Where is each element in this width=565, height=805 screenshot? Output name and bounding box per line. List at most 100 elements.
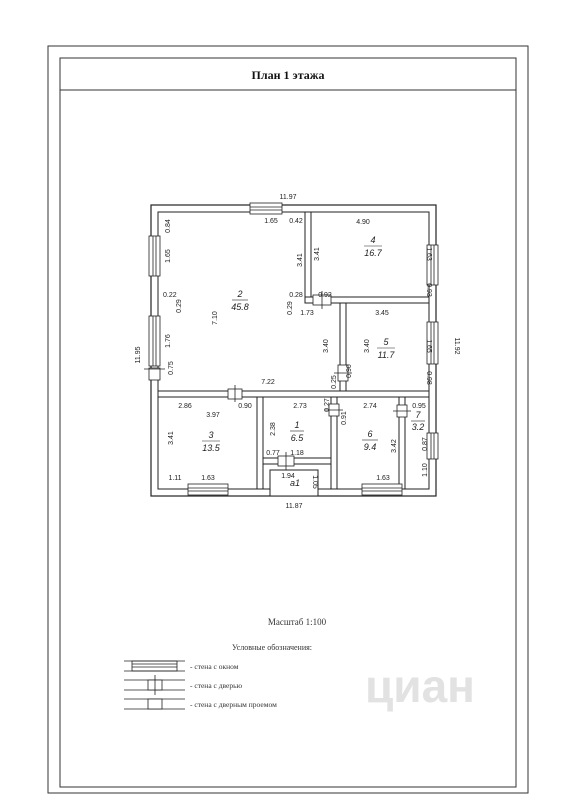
window-right-1 xyxy=(426,244,439,286)
door-room5 xyxy=(334,364,352,382)
dim-overall-left: 11.95 xyxy=(135,346,142,363)
dim-105: 1.05 xyxy=(311,475,318,489)
dim-090-v: 0.90 xyxy=(346,364,353,378)
svg-text:45.8: 45.8 xyxy=(231,302,249,312)
dim-165-top: 1.65 xyxy=(264,218,278,225)
dim-341-r4: 3.41 xyxy=(314,247,321,261)
dim-340-r5: 3.40 xyxy=(364,339,371,353)
dim-274: 2.74 xyxy=(363,403,377,410)
dim-163-r4: 1.63 xyxy=(425,247,432,261)
svg-text:5: 5 xyxy=(383,337,389,347)
room-1-label: 1 6.5 xyxy=(290,420,304,443)
room-7-label: 7 3.2 xyxy=(411,410,425,432)
dimension-labels: 11.97 11.87 11.95 11.92 0.84 1.65 0.22 0… xyxy=(135,194,460,510)
inner-frame xyxy=(59,57,517,788)
svg-text:13.5: 13.5 xyxy=(202,443,221,453)
dim-273: 2.73 xyxy=(293,403,307,410)
dim-163-r3: 1.63 xyxy=(201,475,215,482)
wall-room4-bottom xyxy=(304,296,430,304)
outer-frame xyxy=(47,45,529,794)
legend-opening-label: - стена с дверным проемом xyxy=(190,700,277,709)
dim-093: 0.93 xyxy=(425,283,432,297)
porch-a1-label: а1 xyxy=(290,478,300,488)
dim-340-r2: 3.40 xyxy=(323,339,330,353)
legend-window-label: - стена с окном xyxy=(190,662,239,671)
window-left-1 xyxy=(148,235,161,277)
window-bottom-2 xyxy=(361,483,403,496)
dim-238: 2.38 xyxy=(270,422,277,436)
door-room3 xyxy=(227,385,243,402)
dim-341-r2: 3.41 xyxy=(297,253,304,267)
svg-text:3.2: 3.2 xyxy=(412,422,425,432)
svg-text:4: 4 xyxy=(370,235,375,245)
legend-window-symbol xyxy=(124,660,185,672)
window-bottom-1 xyxy=(187,483,229,496)
room-2-label: 2 45.8 xyxy=(231,289,249,312)
dim-710: 7.10 xyxy=(212,311,219,325)
dim-163-r6: 1.63 xyxy=(376,475,390,482)
svg-text:16.7: 16.7 xyxy=(364,248,383,258)
legend-title: Условные обозначения: xyxy=(232,643,312,652)
window-right-3 xyxy=(426,432,439,460)
dim-173: 1.73 xyxy=(300,310,314,317)
legend-door-symbol xyxy=(124,675,185,695)
dim-194: 1.94 xyxy=(281,473,295,480)
dim-087: 0.87 xyxy=(422,437,429,451)
dim-397: 3.97 xyxy=(206,412,220,419)
watermark: циан xyxy=(365,660,475,712)
wall-room3-right xyxy=(256,396,264,490)
dim-022: 0.22 xyxy=(163,292,177,299)
scale-label: Масштаб 1:100 xyxy=(268,617,327,627)
dim-075: 0.75 xyxy=(168,361,175,375)
dim-118: 1.18 xyxy=(290,450,304,457)
windows xyxy=(148,202,439,496)
dim-176: 1.76 xyxy=(165,334,172,348)
dim-029-mid: 0.29 xyxy=(287,301,294,315)
svg-text:9.4: 9.4 xyxy=(364,442,377,452)
window-top xyxy=(249,202,283,215)
svg-text:1: 1 xyxy=(294,420,299,430)
porch-a1 xyxy=(269,469,319,497)
legend-door-label: - стена с дверью xyxy=(190,681,243,690)
svg-text:11.7: 11.7 xyxy=(378,350,396,360)
door-room7 xyxy=(393,404,411,418)
window-right-2 xyxy=(426,321,439,365)
dim-overall-bottom: 11.87 xyxy=(286,503,303,510)
dim-090-h: 0.90 xyxy=(238,403,252,410)
dim-095: 0.95 xyxy=(412,403,426,410)
doors xyxy=(144,291,411,470)
dim-341-r3: 3.41 xyxy=(168,431,175,445)
dim-345: 3.45 xyxy=(375,310,389,317)
wall-room1-right xyxy=(330,396,338,490)
wall-room1-bottom xyxy=(262,457,332,465)
dim-342: 3.42 xyxy=(391,439,398,453)
dim-092: 0.92 xyxy=(318,292,332,299)
dim-111: 1.11 xyxy=(168,475,181,482)
window-left-2 xyxy=(148,315,161,367)
dim-042: 0.42 xyxy=(289,218,303,225)
dim-028: 0.28 xyxy=(289,292,303,299)
room-labels: 2 45.8 4 16.7 5 11.7 3 13.5 1 6.5 6 9.4 xyxy=(202,235,425,488)
dim-077: 0.77 xyxy=(266,450,280,457)
room-6-label: 6 9.4 xyxy=(362,429,378,452)
dim-overall-right: 11.92 xyxy=(453,338,460,355)
room-5-label: 5 11.7 xyxy=(377,337,395,360)
dim-490: 4.90 xyxy=(356,219,370,226)
room-4-label: 4 16.7 xyxy=(364,235,383,258)
plan-title: План 1 этажа xyxy=(252,68,325,82)
dim-165-r5: 1.65 xyxy=(425,339,432,353)
dim-110: 1.10 xyxy=(422,463,429,477)
door-room1-bottom xyxy=(277,452,295,470)
dim-286: 2.86 xyxy=(178,403,192,410)
dim-029-left: 0.29 xyxy=(176,299,183,313)
door-room6 xyxy=(325,403,343,417)
dim-091: 0.91 xyxy=(341,411,348,425)
wall-room4-left xyxy=(304,211,312,304)
dim-overall-top: 11.97 xyxy=(280,194,297,201)
dim-165-left: 1.65 xyxy=(165,249,172,263)
dim-098: 0.98 xyxy=(425,371,432,385)
svg-text:2: 2 xyxy=(236,289,242,299)
door-room4 xyxy=(312,291,332,309)
